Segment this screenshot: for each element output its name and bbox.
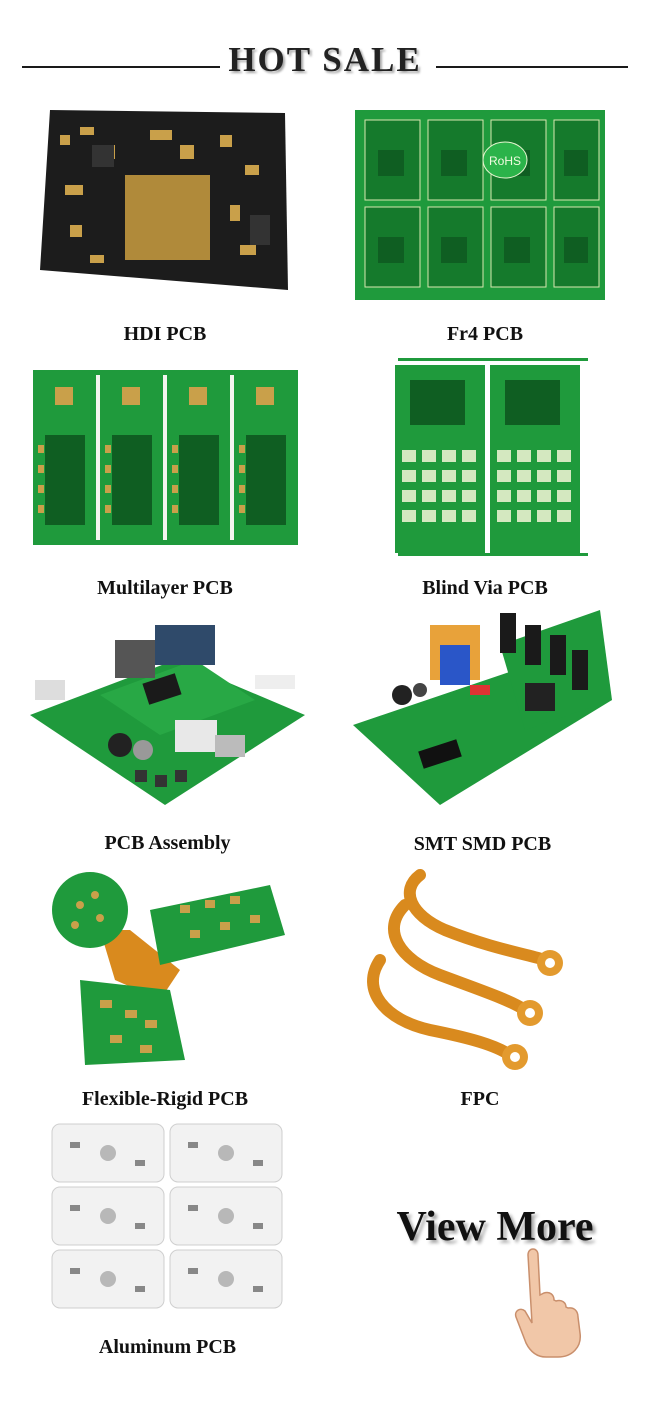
- blind-via-pcb-panel-icon[interactable]: [350, 355, 620, 560]
- product-label[interactable]: PCB Assembly: [104, 832, 231, 854]
- product-card-flexible-rigid-pcb[interactable]: Flexible-Rigid PCB: [40, 860, 290, 1120]
- product-label[interactable]: Blind Via PCB: [422, 577, 548, 599]
- smt-smd-pcb-board-icon[interactable]: [350, 605, 615, 810]
- product-card-fr4-pcb[interactable]: RoHS Fr4 PCB: [350, 105, 620, 355]
- header-rule-left: [22, 66, 220, 68]
- product-card-fpc[interactable]: FPC: [360, 860, 600, 1120]
- multilayer-pcb-panel-icon[interactable]: [30, 365, 300, 550]
- product-card-hdi-pcb[interactable]: HDI PCB: [30, 105, 300, 355]
- view-more-label[interactable]: View More: [396, 1204, 594, 1250]
- product-label[interactable]: HDI PCB: [123, 323, 207, 345]
- hdi-pcb-board-icon[interactable]: [30, 105, 300, 305]
- fr4-pcb-panel-icon[interactable]: RoHS: [350, 105, 610, 305]
- product-label[interactable]: Flexible-Rigid PCB: [81, 1088, 249, 1110]
- product-label[interactable]: SMT SMD PCB: [413, 833, 552, 855]
- page-title: HOT SALE: [228, 40, 422, 79]
- product-card-smt-smd-pcb[interactable]: SMT SMD PCB: [350, 605, 615, 870]
- product-label[interactable]: Aluminum PCB: [98, 1336, 237, 1358]
- product-label[interactable]: FPC: [460, 1088, 500, 1110]
- product-label[interactable]: Multilayer PCB: [97, 577, 233, 599]
- product-card-aluminum-pcb[interactable]: Aluminum PCB: [50, 1122, 285, 1362]
- product-label[interactable]: Fr4 PCB: [446, 323, 524, 345]
- product-card-multilayer-pcb[interactable]: Multilayer PCB: [30, 365, 300, 615]
- view-more-button[interactable]: View More: [360, 1185, 630, 1385]
- pointing-hand-icon: [510, 1245, 600, 1365]
- pcb-assembly-board-icon[interactable]: [25, 620, 310, 810]
- product-card-pcb-assembly[interactable]: PCB Assembly: [25, 620, 310, 870]
- hot-sale-header: HOT SALE: [0, 40, 650, 92]
- aluminum-pcb-panel-icon[interactable]: [50, 1122, 285, 1312]
- header-rule-right: [436, 66, 628, 68]
- flexible-rigid-pcb-icon[interactable]: [40, 860, 290, 1070]
- product-card-blind-via-pcb[interactable]: Blind Via PCB: [350, 355, 620, 615]
- fpc-flex-cable-icon[interactable]: [360, 860, 600, 1075]
- rohs-badge: RoHS: [489, 154, 521, 168]
